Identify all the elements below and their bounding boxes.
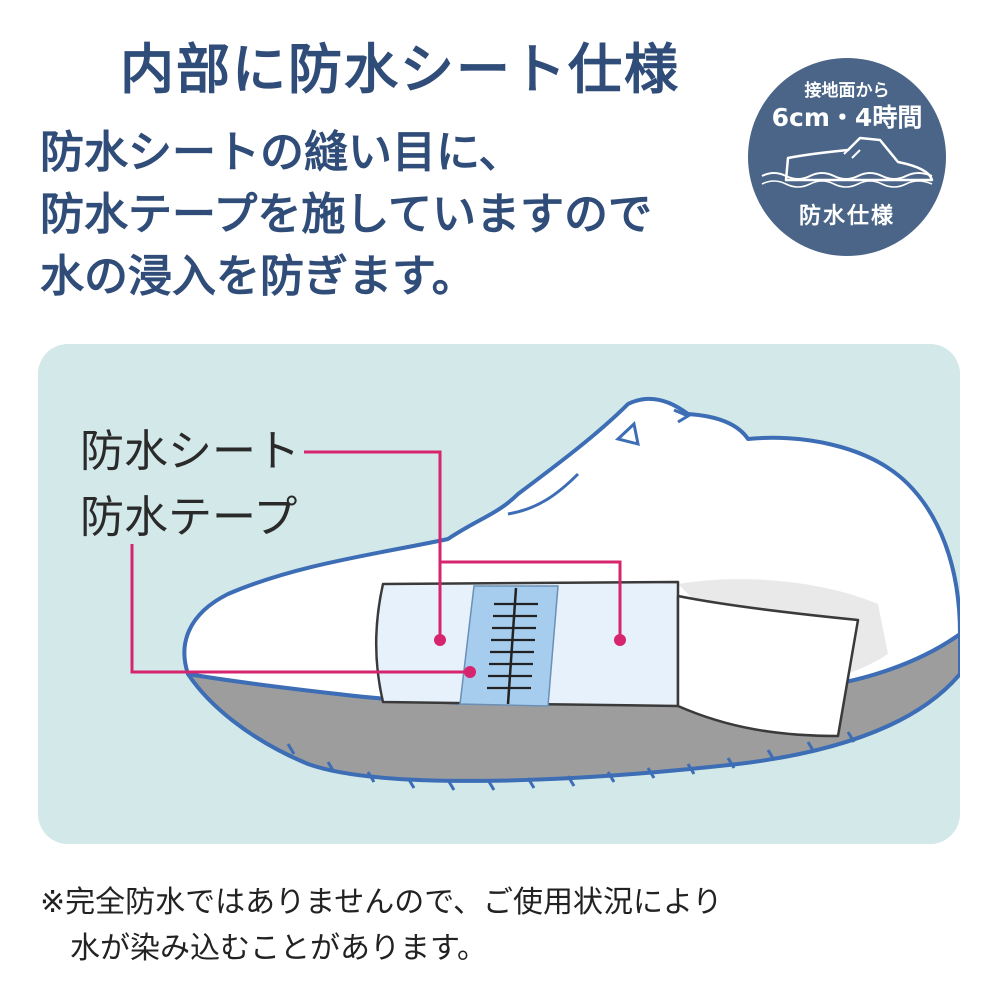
description-line: 水の浸入を防ぎます。 [40, 251, 476, 302]
description-line: 防水シートの縫い目に、 [40, 127, 523, 178]
pointer-dot-sheet-left [434, 634, 446, 646]
description-line: 防水テープを施していますので [40, 189, 653, 240]
badge-line-2: 6cm・4時間 [771, 103, 923, 132]
badge-line-3: 防水仕様 [798, 204, 895, 229]
note-line-1: ※完全防水ではありませんので、ご使用状況により [40, 885, 723, 920]
pointer-dot-sheet-right [614, 634, 626, 646]
pointer-line-sheet-to-left [304, 450, 442, 640]
page-title: 内部に防水シート仕様 [120, 38, 680, 101]
sheet-flap [676, 594, 860, 738]
shoe-diagram-panel: 防水シート 防水テープ [38, 344, 960, 844]
waterproof-badge: 接地面から 6cm・4時間 防水仕様 [748, 58, 946, 256]
pointer-line-tape [130, 544, 470, 674]
disclaimer-note: ※完全防水ではありませんので、ご使用状況により 水が染み込むことがあります。 [40, 880, 722, 972]
pointer-dot-tape [464, 666, 476, 678]
description: 防水シートの縫い目に、 防水テープを施していますので 水の浸入を防ぎます。 [40, 122, 652, 308]
note-line-2: 水が染み込むことがあります。 [70, 931, 487, 966]
label-waterproof-sheet: 防水シート [80, 426, 300, 477]
badge-line-1: 接地面から [804, 81, 890, 101]
shoe-cutaway-illustration [130, 396, 960, 791]
shoe-in-water-icon [761, 136, 934, 188]
pointer-line-sheet-to-right [440, 560, 622, 640]
label-waterproof-tape: 防水テープ [80, 492, 298, 543]
